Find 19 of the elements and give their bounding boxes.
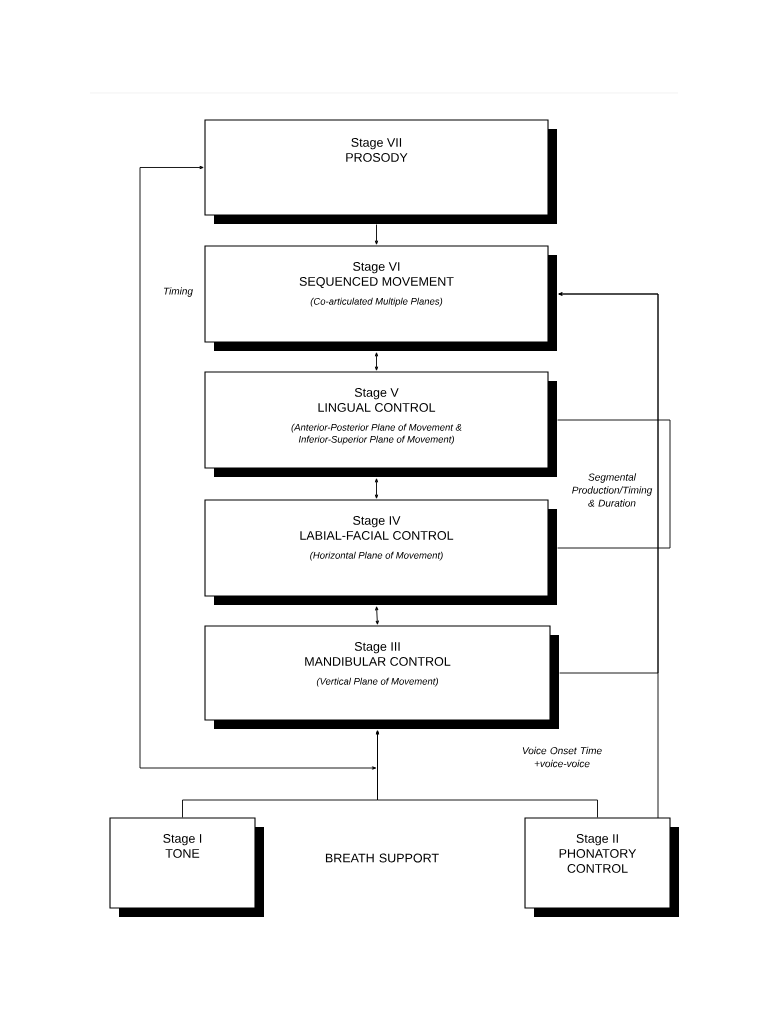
- arrow: [374, 224, 379, 245]
- stage-box: Stage IV LABIAL-FACIAL CONTROL (Horizontal Plane of Movement): [204, 499, 557, 605]
- arrow: [375, 606, 379, 625]
- group-label: BREATH SUPPORT: [325, 853, 439, 863]
- stage-box: Stage III MANDIBULAR CONTROL (Vertical Plane of Movement): [204, 625, 559, 729]
- stage-box: Stage VII PROSODY: [204, 119, 557, 224]
- stage-box: Stage II PHONATORY CONTROL: [524, 817, 679, 917]
- edge-label: Timing: [163, 287, 193, 297]
- note-text: Voice Onset Time +voice-voice: [522, 746, 602, 768]
- arrow: [375, 730, 598, 818]
- arrow: [558, 292, 659, 674]
- arrow: [139, 165, 377, 770]
- stage-box: Stage V LINGUAL CONTROL (Anterior-Posterior Plane of Movement & Inferior-Superior Plane of Movement): [204, 371, 557, 477]
- arrow: [374, 352, 379, 371]
- connector-line: [557, 419, 671, 549]
- stage-box: Stage VI SEQUENCED MOVEMENT (Co-articulated Multiple Planes): [204, 245, 557, 351]
- note-text: Segmental Production/Timing & Duration: [572, 473, 653, 507]
- arrow: [374, 478, 379, 499]
- stage-box: Stage I TONE: [109, 817, 264, 917]
